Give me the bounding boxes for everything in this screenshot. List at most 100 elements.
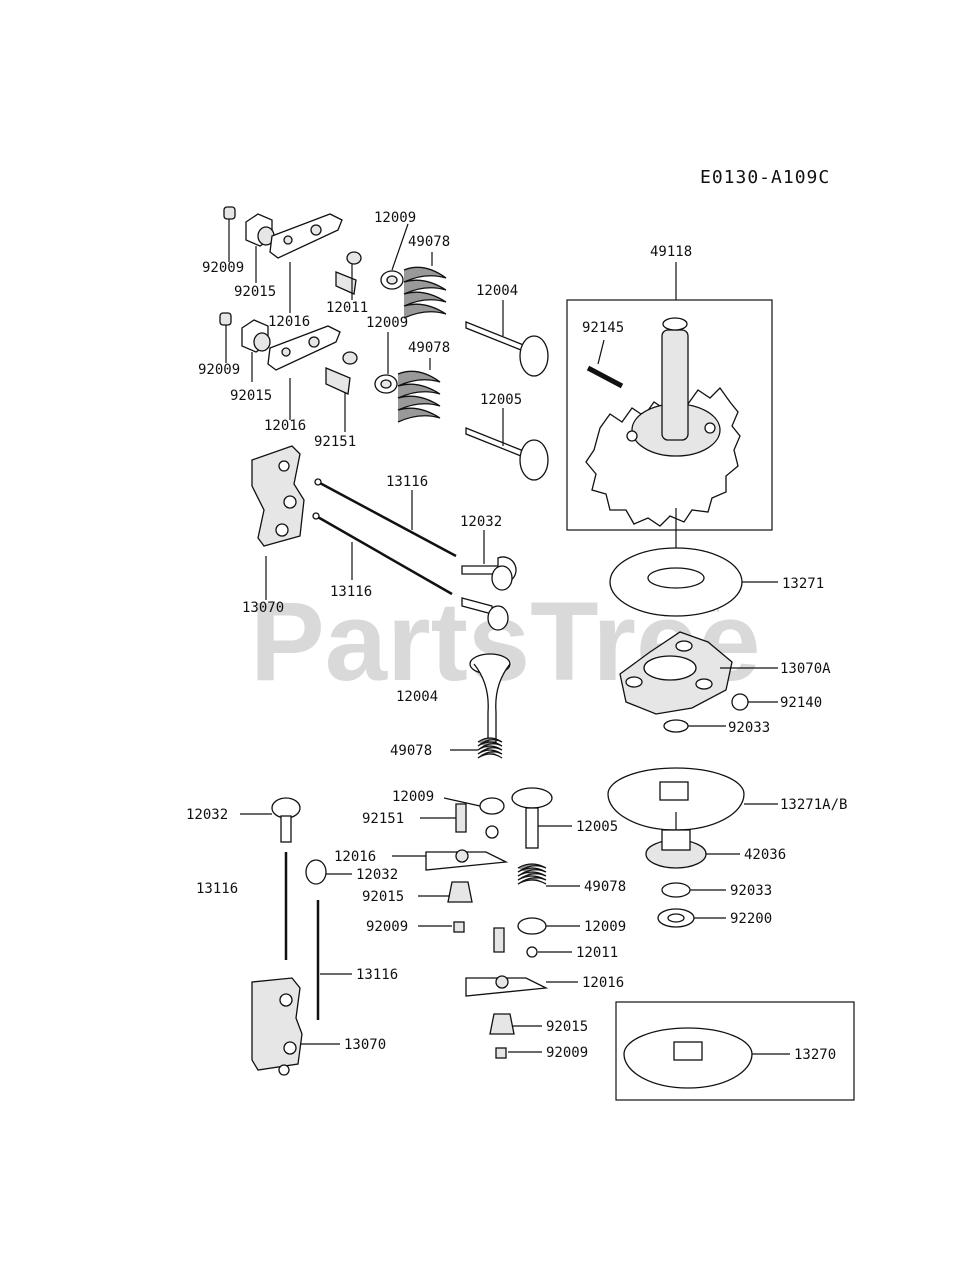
push-rods-upper [312, 478, 517, 631]
label-92140[interactable]: 92140 [780, 695, 822, 711]
part-12004-valve-stem[interactable] [465, 321, 527, 353]
part-12005-valve-lower[interactable] [511, 787, 553, 809]
label-13116-4[interactable]: 13116 [356, 967, 398, 983]
label-13116-3[interactable]: 13116 [196, 881, 238, 897]
label-49118[interactable]: 49118 [650, 244, 692, 260]
label-49078-4[interactable]: 49078 [584, 879, 626, 895]
label-13271AB[interactable]: 13271A/B [780, 797, 847, 813]
label-12009-3[interactable]: 12009 [392, 789, 434, 805]
label-12005-2[interactable]: 12005 [576, 819, 618, 835]
label-92151-2[interactable]: 92151 [362, 811, 404, 827]
upper-valve-springs [374, 223, 447, 423]
part-12016-rocker-arm[interactable] [269, 213, 343, 259]
part-13116-rod[interactable] [314, 478, 322, 486]
label-49078-2[interactable]: 49078 [408, 340, 450, 356]
part-12009-retainer-lower[interactable] [479, 797, 505, 815]
label-12009-4[interactable]: 12009 [584, 919, 626, 935]
label-92200[interactable]: 92200 [730, 911, 772, 927]
label-12009-2[interactable]: 12009 [366, 315, 408, 331]
label-13070-2[interactable]: 13070 [344, 1037, 386, 1053]
part-92151-stud-2[interactable] [325, 367, 351, 395]
part-12004-valve-head[interactable] [519, 335, 549, 377]
part-12005-valve-head[interactable] [519, 439, 549, 481]
label-13070A[interactable]: 13070A [780, 661, 831, 677]
label-92009-4[interactable]: 92009 [546, 1045, 588, 1061]
part-49078-spring-2[interactable] [397, 370, 441, 423]
label-49078-3[interactable]: 49078 [390, 743, 432, 759]
part-92151-stud-lower[interactable] [455, 803, 467, 833]
part-13070-plate-lower[interactable] [251, 977, 303, 1071]
label-92033[interactable]: 92033 [728, 720, 770, 736]
label-13271[interactable]: 13271 [782, 576, 824, 592]
part-12005-valve-stem[interactable] [465, 427, 527, 459]
part-42036-holder[interactable] [645, 829, 707, 869]
part-92033-clip-2[interactable] [661, 882, 691, 898]
part-92140-ball[interactable] [731, 693, 749, 711]
label-12005[interactable]: 12005 [480, 392, 522, 408]
part-92015-pivot-bottom[interactable] [489, 1013, 515, 1035]
part-13070A-governor[interactable] [619, 631, 733, 715]
part-12011-cap-2[interactable] [342, 351, 358, 365]
label-92015-4[interactable]: 92015 [546, 1019, 588, 1035]
label-12011-2[interactable]: 12011 [576, 945, 618, 961]
label-92009[interactable]: 92009 [202, 260, 244, 276]
upper-valves [465, 300, 549, 481]
label-92015-3[interactable]: 92015 [362, 889, 404, 905]
part-92009-nut-lower[interactable] [453, 921, 465, 933]
label-92145[interactable]: 92145 [582, 320, 624, 336]
part-13271AB-cup[interactable] [607, 767, 745, 831]
part-13271-washer[interactable] [609, 547, 743, 617]
part-12016-rocker-arm-2[interactable] [267, 325, 341, 371]
label-92015[interactable]: 92015 [234, 284, 276, 300]
label-12016-3[interactable]: 12016 [334, 849, 376, 865]
label-13070[interactable]: 13070 [242, 600, 284, 616]
label-92009-3[interactable]: 92009 [366, 919, 408, 935]
part-92145-spring[interactable] [586, 365, 624, 389]
label-12004[interactable]: 12004 [476, 283, 518, 299]
part-92009-nut[interactable] [223, 206, 236, 220]
label-92033-2[interactable]: 92033 [730, 883, 772, 899]
part-12009-retainer-lower-2[interactable] [517, 917, 547, 935]
part-92009-nut-2[interactable] [219, 312, 232, 326]
upper-rocker-assembly [219, 206, 362, 432]
part-49078-spring[interactable] [403, 266, 447, 319]
camshaft [585, 317, 741, 527]
part-12032-tappet-lower[interactable] [271, 797, 301, 819]
part-12011-cap[interactable] [346, 251, 362, 265]
label-12032-3[interactable]: 12032 [356, 867, 398, 883]
part-49118-cam-shaft[interactable] [661, 329, 689, 441]
part-13070-plate[interactable] [251, 445, 305, 547]
label-13116-2[interactable]: 13116 [330, 584, 372, 600]
label-12009[interactable]: 12009 [374, 210, 416, 226]
label-49078[interactable]: 49078 [408, 234, 450, 250]
part-13270-box [615, 1001, 855, 1101]
label-12011[interactable]: 12011 [326, 300, 368, 316]
label-12004-2[interactable]: 12004 [396, 689, 438, 705]
part-92033-clip[interactable] [663, 719, 689, 733]
label-12032[interactable]: 12032 [460, 514, 502, 530]
part-92151-stud[interactable] [335, 271, 357, 295]
part-13270-cup[interactable] [623, 1027, 753, 1089]
label-13116[interactable]: 13116 [386, 474, 428, 490]
part-12032-tappet-lower-2[interactable] [305, 859, 327, 885]
lower-valve-column [392, 653, 580, 1059]
label-92009-2[interactable]: 92009 [198, 362, 240, 378]
label-42036[interactable]: 42036 [744, 847, 786, 863]
part-labels: 92009 92015 12016 12009 49078 12011 1200… [186, 210, 847, 1063]
upper-breather-plate [251, 445, 305, 600]
part-49078-spring-lower-2[interactable] [517, 863, 547, 885]
label-12032-2[interactable]: 12032 [186, 807, 228, 823]
label-12016-2[interactable]: 12016 [264, 418, 306, 434]
label-13270[interactable]: 13270 [794, 1047, 836, 1063]
part-49078-spring-lower[interactable] [477, 737, 503, 759]
lower-left-assembly [240, 797, 352, 1076]
label-92151[interactable]: 92151 [314, 434, 356, 450]
label-92015-2[interactable]: 92015 [230, 388, 272, 404]
part-13116-rod-2[interactable] [312, 512, 320, 520]
part-92009-nut-bottom[interactable] [495, 1047, 507, 1059]
label-12016-4[interactable]: 12016 [582, 975, 624, 991]
label-12016[interactable]: 12016 [268, 314, 310, 330]
part-12011-cap-lower[interactable] [526, 946, 538, 958]
part-92015-pivot-lower[interactable] [447, 881, 473, 903]
